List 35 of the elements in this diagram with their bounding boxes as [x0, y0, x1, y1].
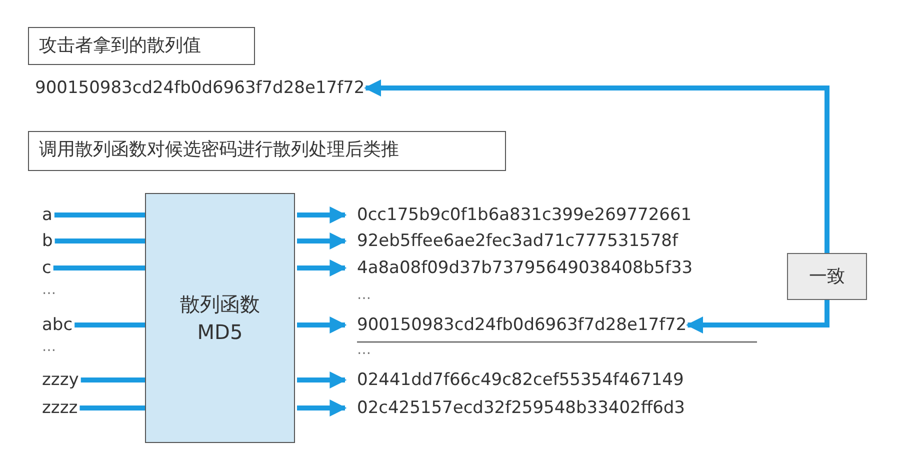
arrow: [297, 260, 347, 276]
connector-line: [54, 212, 145, 218]
candidate-password: zzzy: [42, 369, 79, 391]
candidate-password: c: [42, 257, 52, 279]
ellipsis: …: [42, 282, 56, 298]
candidate-password: a: [42, 204, 52, 226]
connector-line: [53, 266, 145, 270]
hash-function-box: 散列函数 MD5: [145, 193, 295, 443]
candidate-password: b: [42, 230, 53, 252]
ellipsis: …: [357, 287, 371, 303]
arrow: [297, 206, 347, 224]
connector-line: [80, 406, 145, 410]
hash-value: 02441dd7f66c49c82cef55354f467149: [357, 369, 684, 391]
hash-value: 900150983cd24fb0d6963f7d28e17f72: [357, 314, 687, 336]
connector-line: [80, 378, 145, 382]
connector-line: [54, 238, 145, 244]
arrow: [364, 80, 830, 253]
arrow: [297, 372, 347, 388]
hash-value: 92eb5ffee6ae2fec3ad71c777531578f: [357, 230, 678, 252]
caption-box: 攻击者拿到的散列值: [28, 27, 255, 65]
caption-box: 调用散列函数对候选密码进行散列处理后类推: [28, 131, 506, 171]
hash-value: 0cc175b9c0f1b6a831c399e269772661: [357, 204, 692, 226]
hash-value: 02c425157ecd32f259548b33402ff6d3: [357, 397, 685, 419]
arrow: [686, 300, 830, 334]
match-box: 一致: [787, 253, 867, 300]
candidate-password: abc: [42, 314, 73, 336]
ellipsis: …: [42, 339, 56, 355]
arrow: [297, 400, 347, 416]
connector-line: [74, 322, 145, 328]
arrow: [297, 232, 347, 250]
arrow: [297, 316, 347, 334]
hash-value: 900150983cd24fb0d6963f7d28e17f72: [35, 77, 365, 99]
hash-value: 4a8a08f09d37b73795649038408b5f33: [357, 257, 693, 279]
ellipsis: …: [357, 342, 371, 358]
candidate-password: zzzz: [42, 397, 78, 419]
